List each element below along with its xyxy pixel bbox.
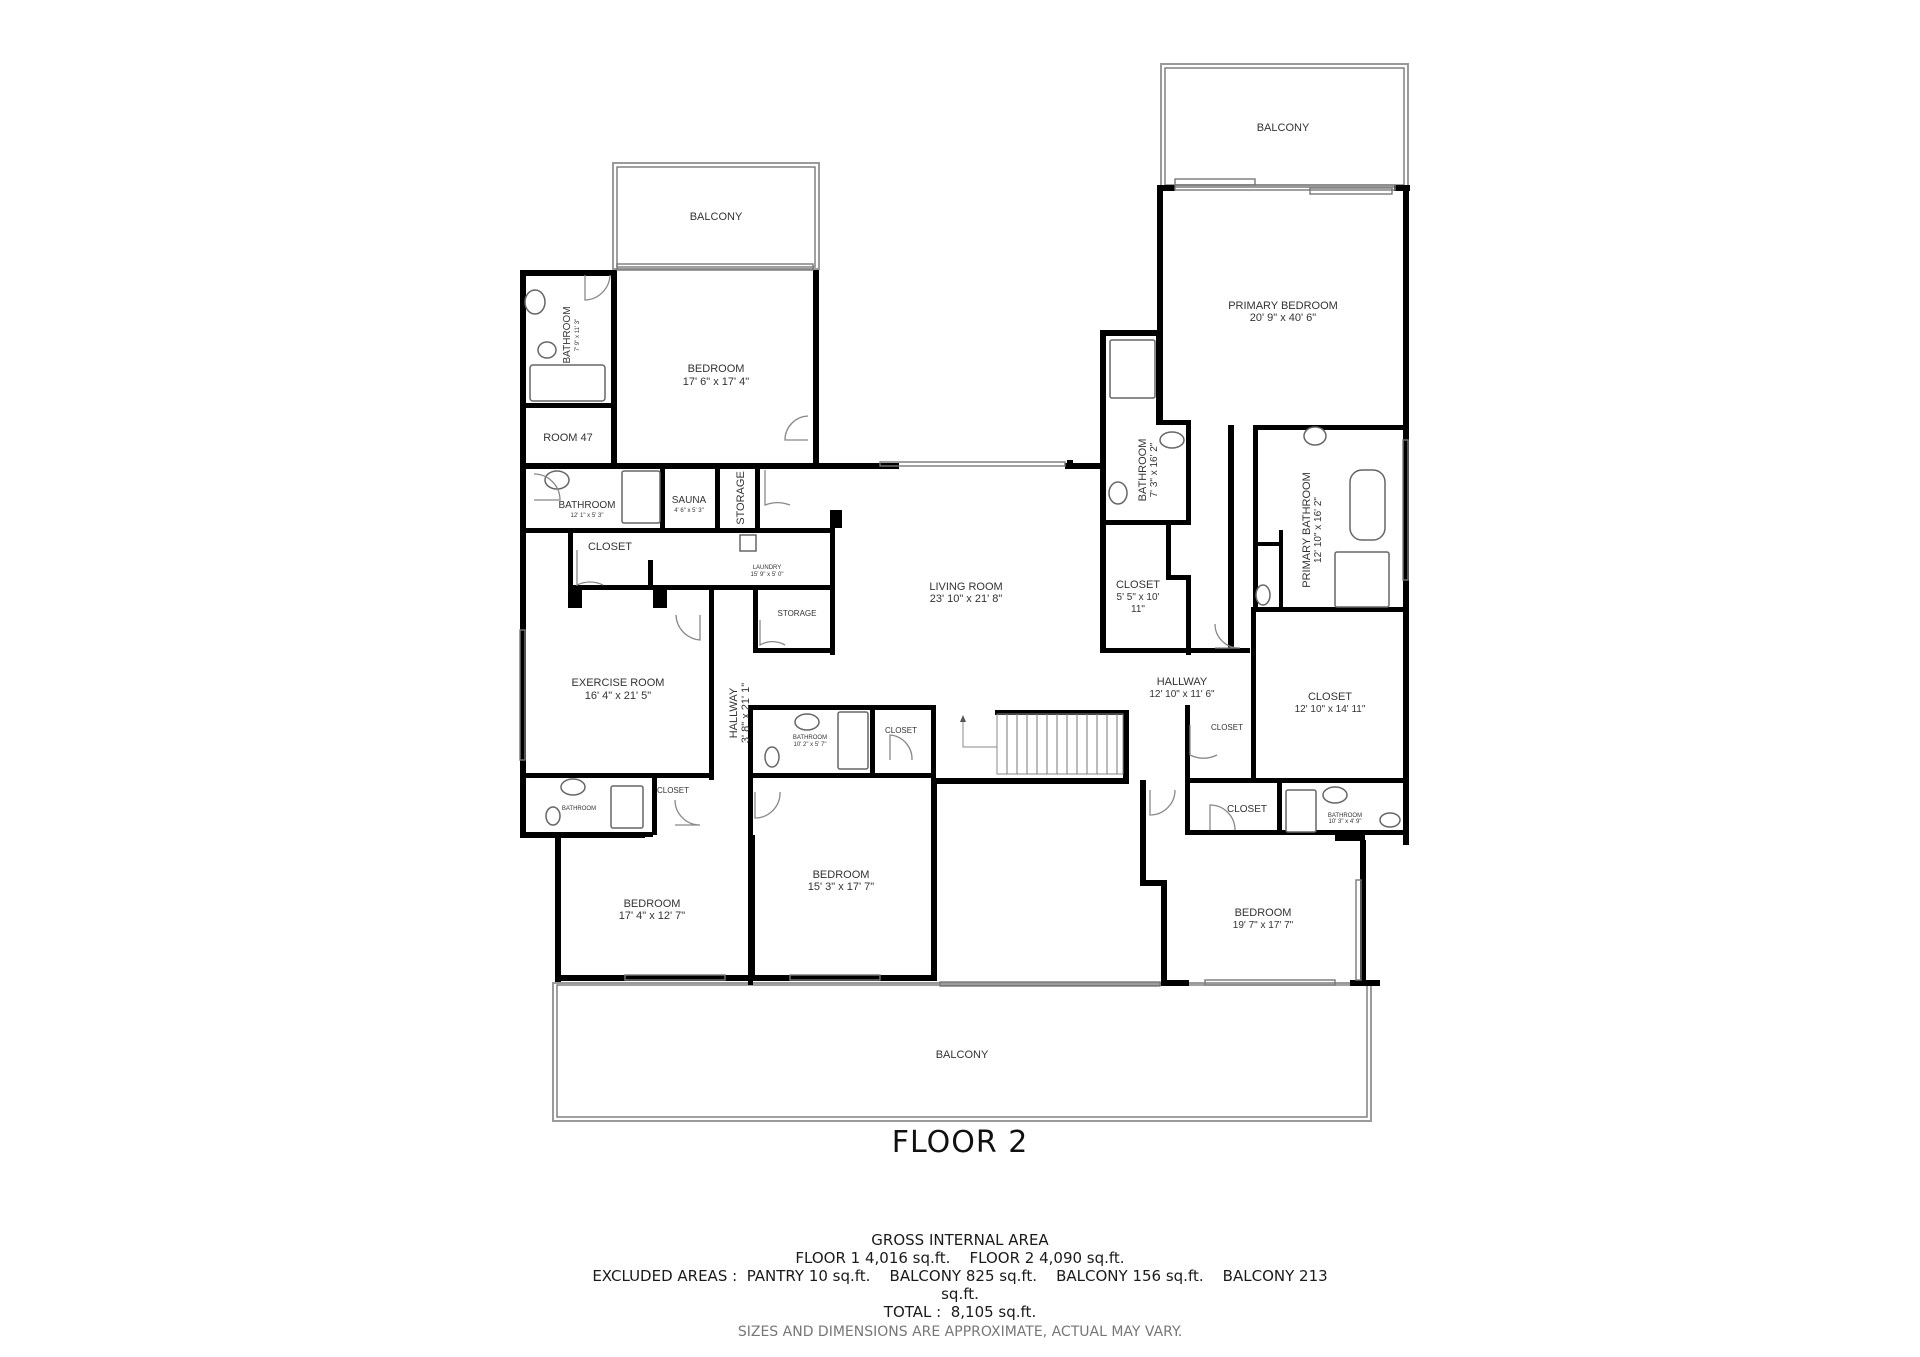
closet-large-dims: 12' 10" x 14' 11" bbox=[1295, 704, 1366, 715]
shower-icon bbox=[621, 470, 661, 524]
bathtub-icon bbox=[529, 364, 606, 402]
stair-direction-arrow-icon bbox=[962, 720, 997, 748]
walls bbox=[520, 185, 1410, 986]
balcony-top-left-label: BALCONY bbox=[690, 211, 743, 223]
laundry-label: LAUNDRY bbox=[753, 565, 782, 571]
exercise-room-dims: 16' 4" x 21' 5" bbox=[585, 690, 652, 702]
closet-small-label: CLOSET bbox=[1211, 723, 1243, 732]
bedroom-nw-dims: 17' 6" x 17' 4" bbox=[683, 376, 750, 388]
shower-icon bbox=[610, 785, 644, 829]
closet-large-label: CLOSET bbox=[1308, 691, 1352, 703]
closet-sw-label: CLOSET bbox=[657, 786, 689, 795]
primary-bathroom-dims: 12' 10" x 16' 2" bbox=[1313, 497, 1324, 563]
bathroom-w-label: BATHROOM bbox=[558, 500, 615, 511]
closet-e-label: CLOSET bbox=[1116, 579, 1160, 591]
primary-bedroom-label: PRIMARY BEDROOM bbox=[1228, 300, 1338, 312]
exercise-room-label: EXERCISE ROOM bbox=[572, 677, 665, 689]
hallway-e-dims: 12' 10" x 11' 6" bbox=[1149, 689, 1215, 700]
area-summary: GROSS INTERNAL AREA FLOOR 1 4,016 sq.ft.… bbox=[580, 1231, 1340, 1341]
fixtures bbox=[524, 289, 1401, 833]
room-labels: BALCONY BALCONY BALCONY BATHROOM 7' 9" x… bbox=[543, 122, 1366, 1061]
closet-se-label: CLOSET bbox=[1227, 804, 1267, 815]
closet-w-label: CLOSET bbox=[588, 541, 632, 553]
shower-icon bbox=[837, 711, 869, 770]
hallway-e-label: HALLWAY bbox=[1157, 676, 1208, 688]
bedroom-s-dims: 15' 3" x 17' 7" bbox=[808, 881, 875, 893]
bedroom-sw-dims: 17' 4" x 12' 7" bbox=[619, 910, 686, 922]
bathroom-c-label: BATHROOM bbox=[793, 735, 827, 741]
sink-icon bbox=[1108, 481, 1128, 505]
storage-1-label: STORAGE bbox=[735, 471, 747, 525]
shower-icon bbox=[1285, 789, 1317, 833]
balcony-top-left bbox=[612, 162, 820, 270]
bathroom-e-dims: 7' 3" x 16' 2" bbox=[1149, 442, 1160, 497]
toilet-icon bbox=[545, 806, 561, 826]
laundry-dims: 15' 9" x 5' 0" bbox=[751, 572, 784, 578]
bathtub-icon bbox=[1349, 469, 1386, 541]
balcony-top-right-label: BALCONY bbox=[1257, 122, 1310, 134]
closet-e-dims-2: 11" bbox=[1131, 604, 1145, 615]
staircase bbox=[960, 713, 1124, 775]
hallway-w-dims: 3' 8" x 21' 1" bbox=[740, 683, 752, 743]
disclaimer: SIZES AND DIMENSIONS ARE APPROXIMATE, AC… bbox=[737, 1324, 1183, 1340]
sauna-dims: 4' 6" x 5' 3" bbox=[674, 508, 704, 514]
living-room-label: LIVING ROOM bbox=[929, 581, 1002, 593]
floor-title: FLOOR 2 bbox=[891, 1125, 1029, 1160]
bedroom-se-dims: 19' 7" x 17' 7" bbox=[1233, 920, 1294, 931]
balcony-bottom-label: BALCONY bbox=[936, 1049, 989, 1061]
toilet-icon bbox=[1159, 431, 1185, 449]
bathroom-w-dims: 12' 1" x 5' 3" bbox=[571, 513, 604, 519]
toilet-icon bbox=[537, 341, 557, 359]
shower-icon bbox=[1109, 339, 1156, 399]
sink-icon bbox=[544, 470, 570, 490]
sink-icon bbox=[524, 289, 546, 315]
excluded-areas-line: EXCLUDED AREAS : PANTRY 10 sq.ft. BALCON… bbox=[592, 1267, 1333, 1303]
sink-icon bbox=[1322, 786, 1348, 804]
bedroom-sw-label: BEDROOM bbox=[624, 898, 681, 910]
bathroom-c-dims: 10' 2" x 5' 7" bbox=[794, 742, 827, 748]
sauna-label: SAUNA bbox=[672, 495, 707, 506]
bathroom-se-label: BATHROOM bbox=[1328, 813, 1362, 819]
toilet-icon bbox=[1379, 812, 1401, 828]
bathroom-e-label: BATHROOM bbox=[1137, 439, 1149, 502]
sink-icon bbox=[1303, 426, 1327, 446]
room-47-label: ROOM 47 bbox=[543, 432, 593, 444]
closet-e-dims-1: 5' 5" x 10' bbox=[1117, 592, 1160, 603]
bathroom-sw-label: BATHROOM bbox=[562, 806, 596, 812]
windows bbox=[519, 178, 1409, 987]
shower-icon bbox=[1334, 551, 1390, 608]
bedroom-s-label: BEDROOM bbox=[813, 869, 870, 881]
living-room-dims: 23' 10" x 21' 8" bbox=[930, 593, 1003, 605]
sink-icon bbox=[560, 778, 586, 796]
bathroom-se-dims: 10' 3" x 4' 9" bbox=[1329, 819, 1362, 825]
closet-c-label: CLOSET bbox=[885, 726, 917, 735]
doors bbox=[533, 274, 1241, 831]
bedroom-se-label: BEDROOM bbox=[1235, 907, 1292, 919]
toilet-icon bbox=[764, 746, 780, 768]
primary-bathroom-label: PRIMARY BATHROOM bbox=[1301, 472, 1313, 588]
primary-bedroom-dims: 20' 9" x 40' 6" bbox=[1250, 312, 1317, 324]
storage-2-label: STORAGE bbox=[778, 609, 817, 618]
hallway-w-label: HALLWAY bbox=[728, 687, 740, 738]
bedroom-nw-label: BEDROOM bbox=[688, 363, 745, 375]
floors-area-line: FLOOR 1 4,016 sq.ft. FLOOR 2 4,090 sq.ft… bbox=[795, 1249, 1125, 1267]
total-area-line: TOTAL : 8,105 sq.ft. bbox=[883, 1303, 1037, 1321]
laundry-sink-icon bbox=[739, 534, 757, 552]
balcony-bottom bbox=[552, 982, 1372, 1122]
gross-internal-area-heading: GROSS INTERNAL AREA bbox=[871, 1231, 1049, 1249]
toilet-icon bbox=[1255, 584, 1271, 606]
bathroom-nw-dims: 7' 9" x 11' 3" bbox=[575, 319, 581, 351]
bathroom-nw-label: BATHROOM bbox=[562, 306, 573, 363]
sink-icon bbox=[794, 713, 820, 731]
